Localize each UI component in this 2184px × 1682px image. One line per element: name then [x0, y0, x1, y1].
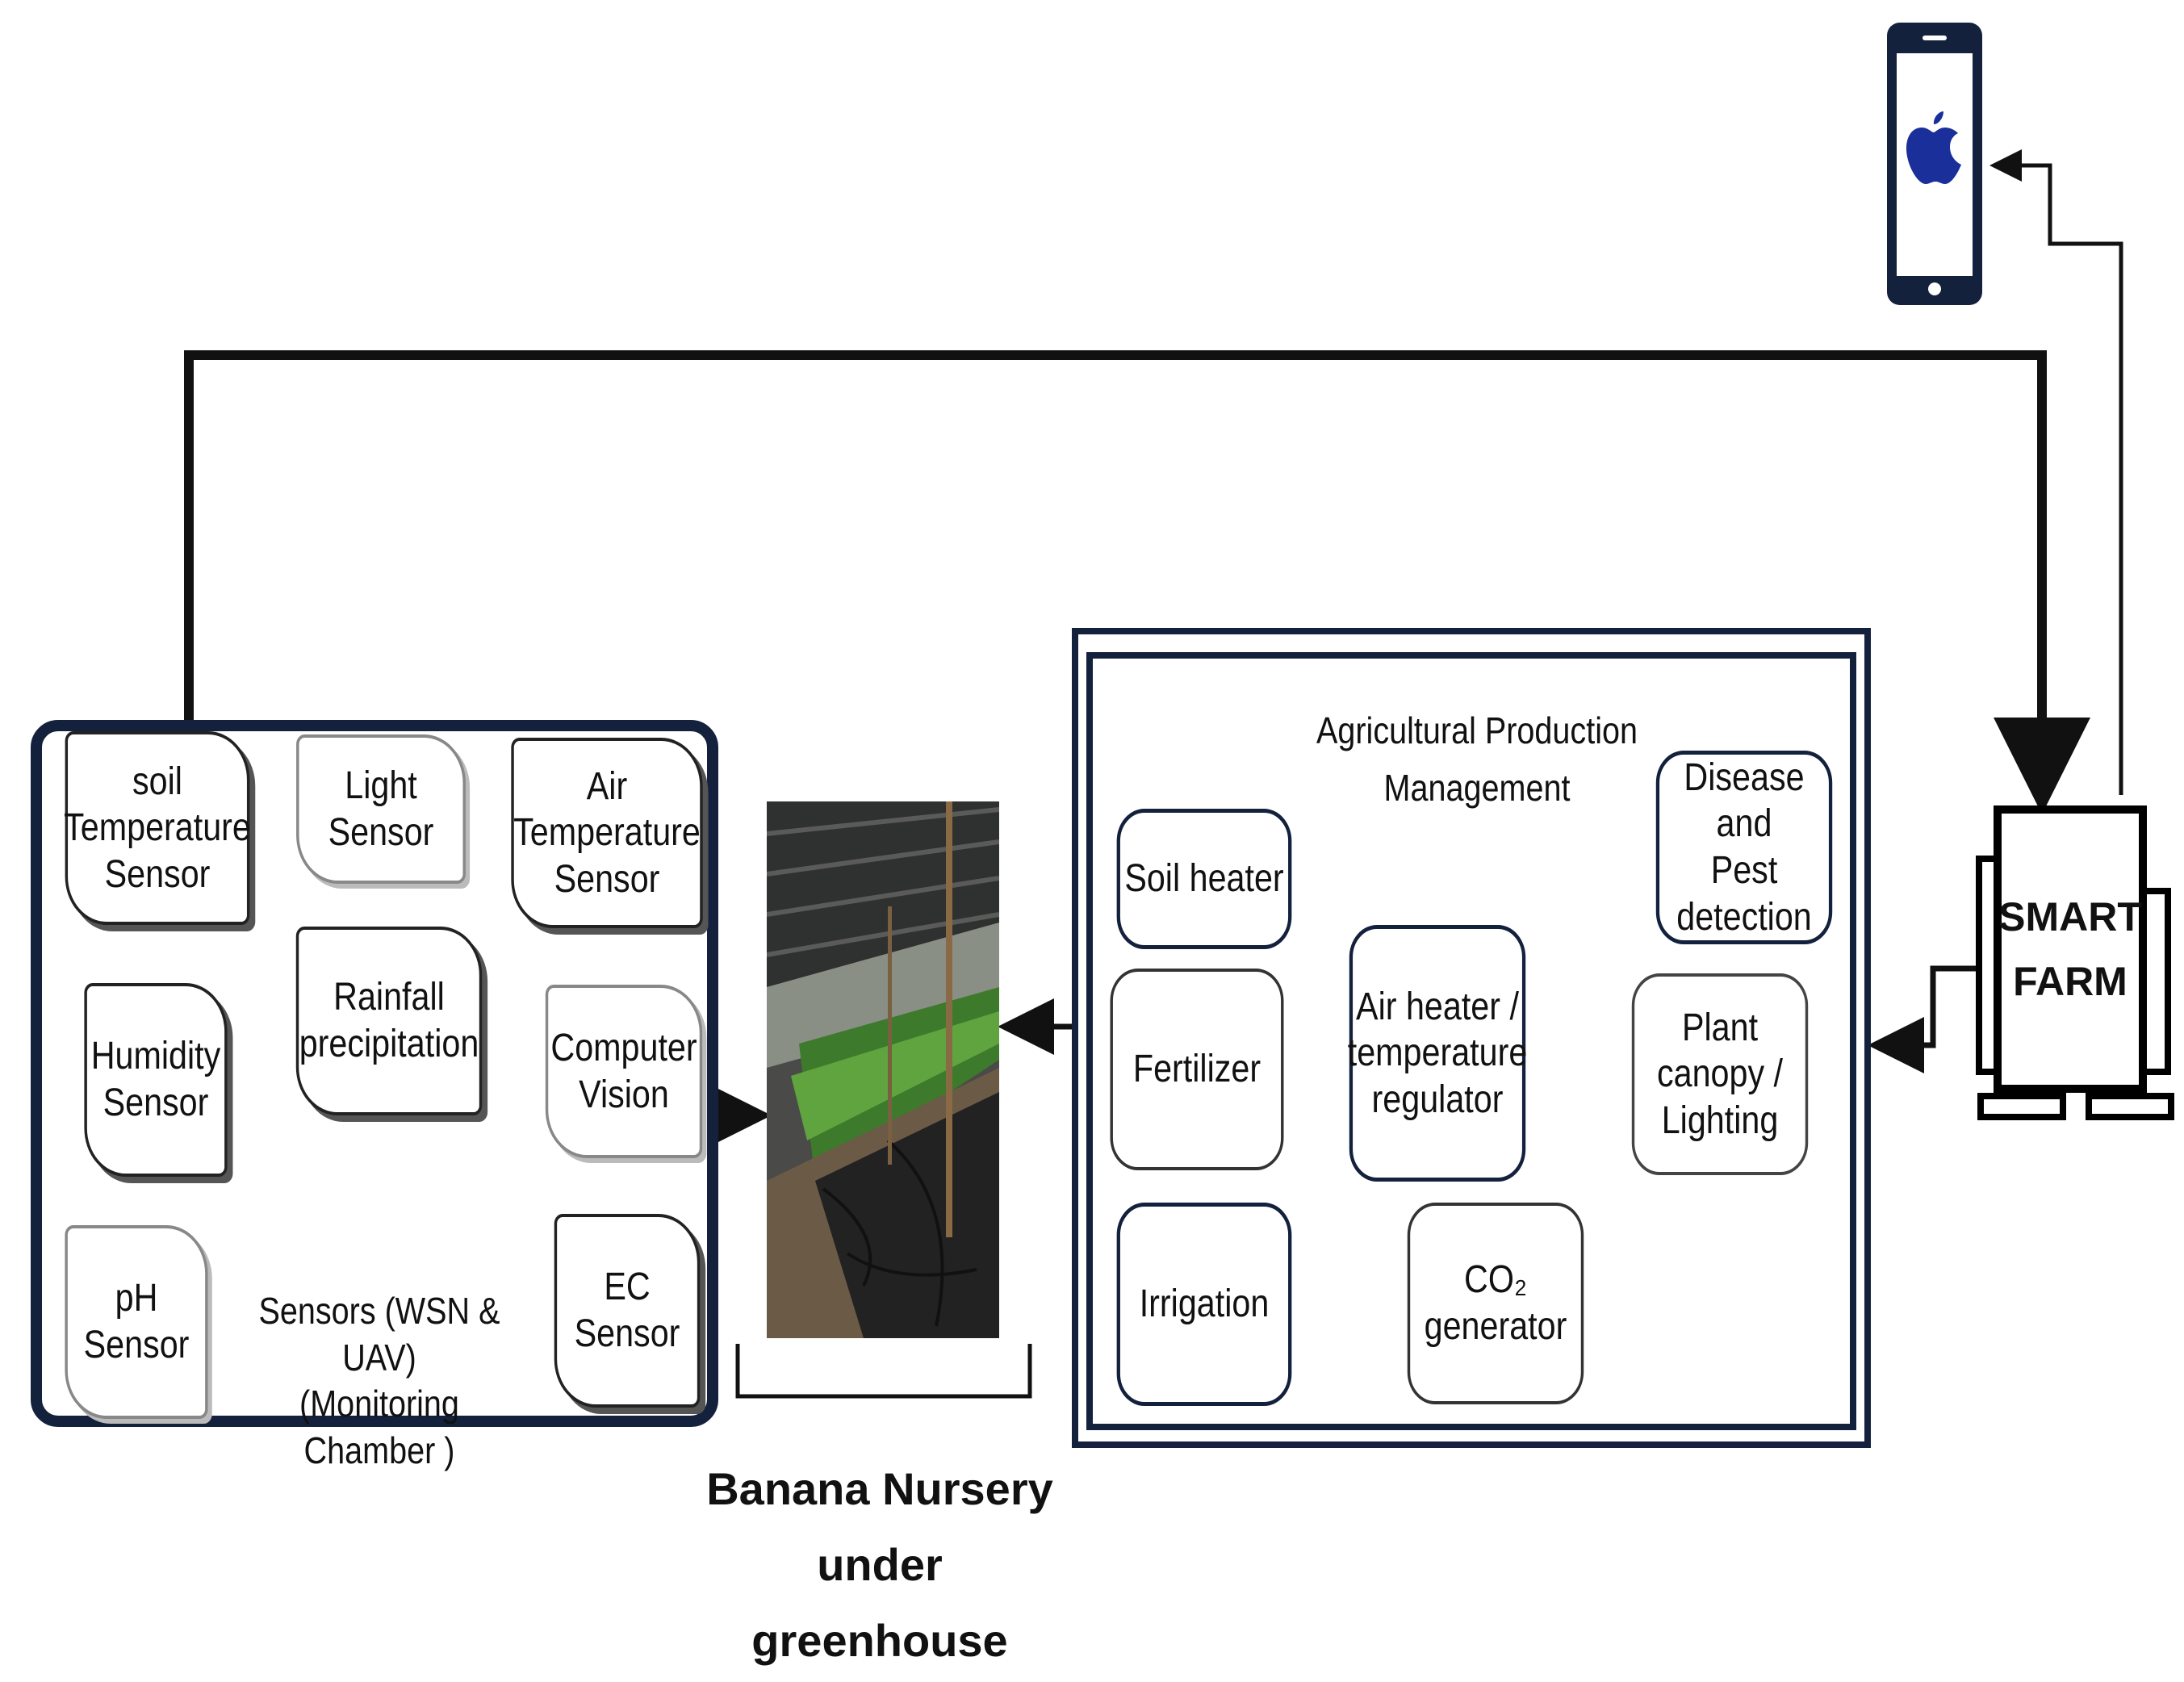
greenhouse-photo	[767, 801, 999, 1338]
air-heater-box: Air heater / temperature regulator	[1348, 925, 1527, 1182]
smartfarm-to-phone-line	[1989, 149, 2123, 795]
management-title: Agricultural Production Management	[1316, 709, 1638, 810]
light-sensor: Light Sensor	[296, 734, 466, 884]
soil-temperature-sensor: soil Temperature Sensor	[64, 731, 251, 925]
sensors-caption: Sensors (WSN & UAV) (Monitoring Chamber …	[258, 1290, 500, 1471]
ec-sensor: EC Sensor	[554, 1214, 701, 1408]
apple-logo-icon	[1906, 111, 1961, 184]
computer-vision-sensor: Computer Vision	[545, 985, 703, 1158]
smartphone	[1887, 23, 1982, 305]
soil-heater-box: Soil heater	[1116, 809, 1292, 949]
nursery-bracket	[735, 1344, 1032, 1399]
management-inner-frame	[1086, 652, 1856, 1430]
plant-canopy-box: Plant canopy / Lighting	[1631, 973, 1809, 1175]
smartfarm-to-management-line	[1868, 965, 1979, 1073]
co2-generator-box: CO₂ generator	[1407, 1203, 1584, 1404]
air-temperature-sensor: Air Temperature Sensor	[511, 738, 703, 928]
humidity-sensor: Humidity Sensor	[84, 983, 228, 1177]
ph-sensor: pH Sensor	[65, 1225, 208, 1419]
disease-pest-box: Disease and Pest detection	[1655, 751, 1833, 944]
nursery-label: Banana Nursery under greenhouse	[706, 1463, 1053, 1666]
irrigation-box: Irrigation	[1116, 1203, 1292, 1406]
phone-screen	[1897, 53, 1973, 276]
fertilizer-box: Fertilizer	[1110, 969, 1284, 1170]
rainfall-sensor: Rainfall precipitation	[295, 927, 483, 1115]
sensors-to-smartfarm-line	[184, 350, 2090, 814]
smart-farm-label: SMART FARM	[1994, 805, 2147, 1093]
